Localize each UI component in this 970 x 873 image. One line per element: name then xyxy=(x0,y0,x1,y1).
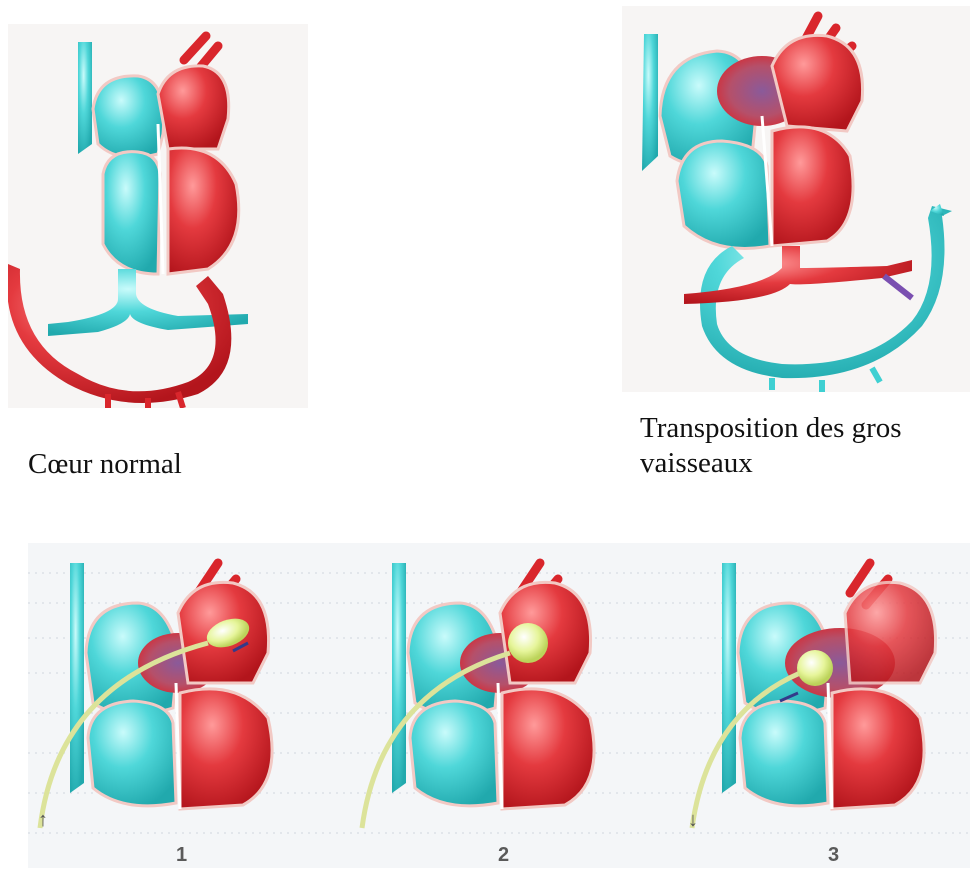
step-3-diagram: ↓ 3 xyxy=(688,563,936,866)
caption-transposition: Transposition des gros vaisseaux xyxy=(640,411,960,481)
ductus-shunt xyxy=(884,276,912,298)
septostomy-procedure-strip: ↑ 1 2 xyxy=(28,543,970,868)
step-1-number: 1 xyxy=(176,844,187,866)
arrow-down-text: ↓ xyxy=(688,809,698,831)
arrow-up-text: ↑ xyxy=(38,809,48,831)
step-1-diagram: ↑ 1 xyxy=(38,563,272,866)
transposition-heart-illustration xyxy=(622,6,970,392)
normal-heart-illustration xyxy=(8,24,308,408)
caption-normal-heart: Cœur normal xyxy=(28,447,288,482)
step-3-number: 3 xyxy=(828,844,839,866)
step-2-number: 2 xyxy=(498,844,509,866)
step-2-diagram: 2 xyxy=(362,563,594,866)
